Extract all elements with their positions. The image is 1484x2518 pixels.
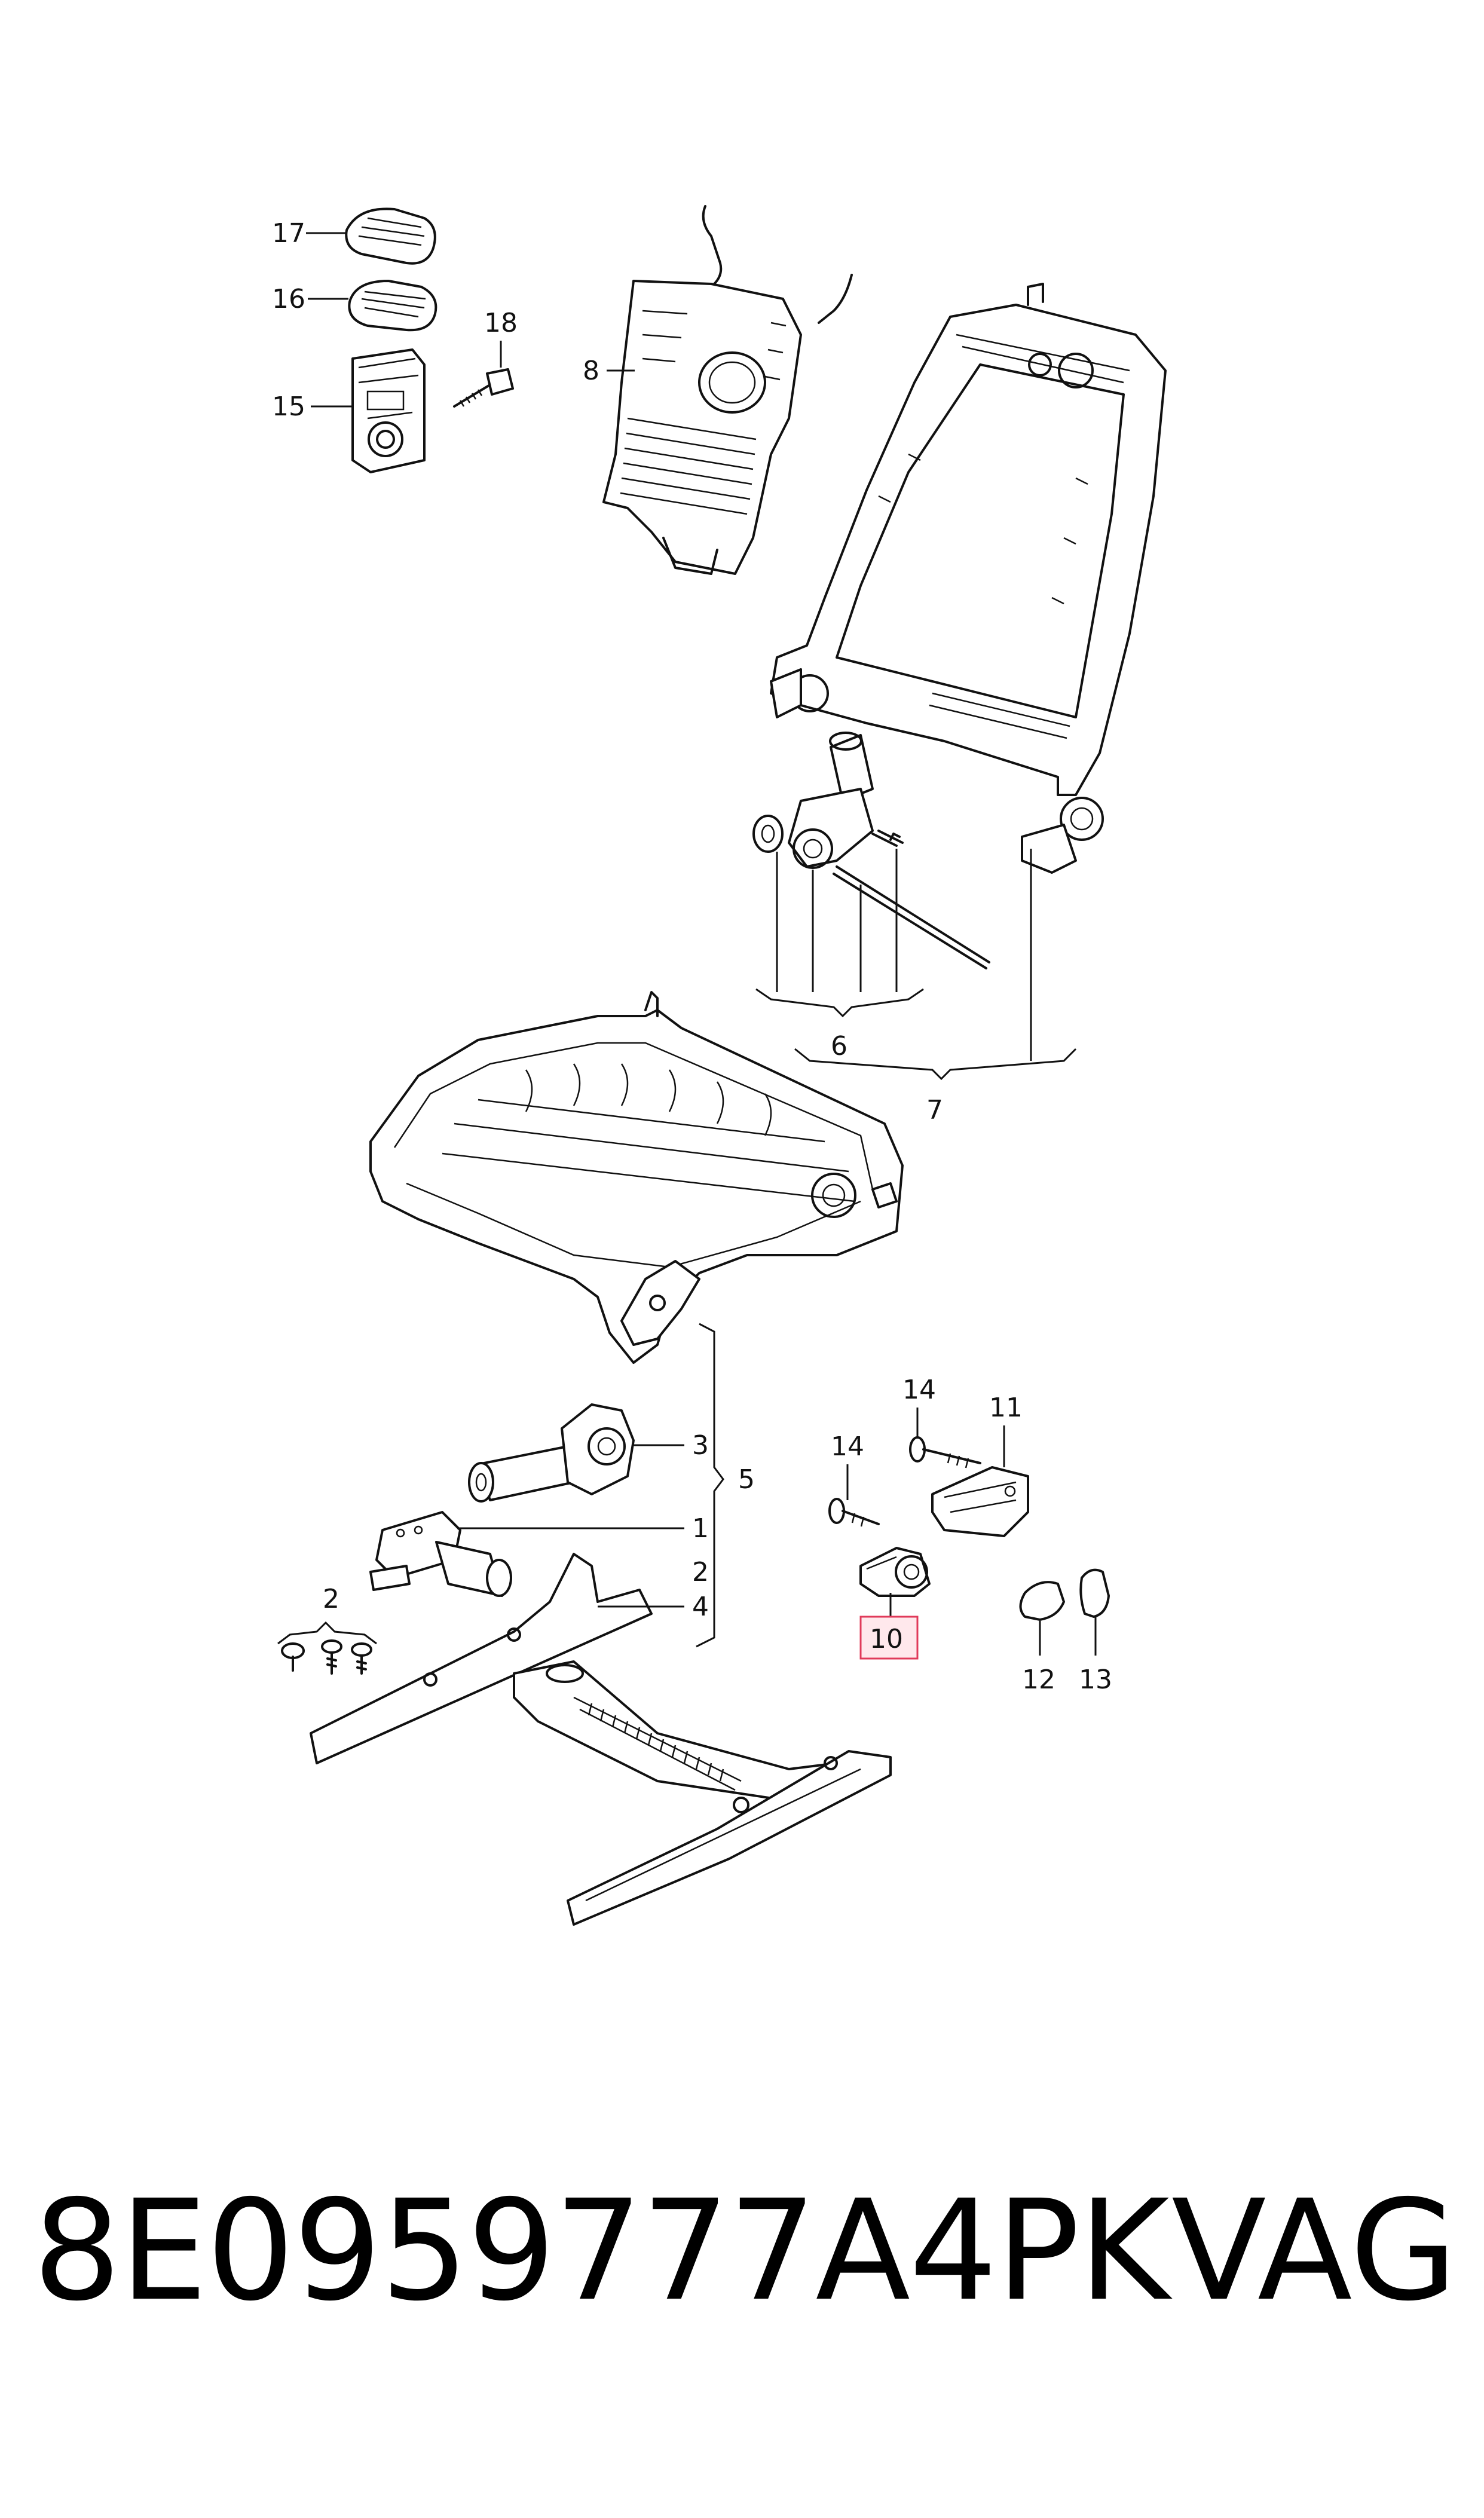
callout-5: 5 bbox=[738, 1464, 755, 1495]
part-8-lumbar-support bbox=[602, 205, 853, 575]
callout-6: 6 bbox=[831, 1031, 847, 1061]
callout-1: 1 bbox=[692, 1513, 709, 1544]
callout-18: 18 bbox=[484, 308, 518, 338]
callout-12: 12 bbox=[1022, 1665, 1055, 1695]
part-2-screws bbox=[281, 1639, 372, 1675]
part-11-module bbox=[931, 1466, 1029, 1537]
callout-13: 13 bbox=[1079, 1665, 1112, 1695]
callout-3: 3 bbox=[692, 1430, 709, 1461]
part-number: 8E0959777A4PK bbox=[33, 2170, 1170, 2332]
part-13-cap bbox=[1079, 1568, 1110, 1618]
callout-11: 11 bbox=[989, 1393, 1023, 1423]
part-15-switch bbox=[351, 348, 426, 473]
part-16-cap bbox=[348, 280, 437, 332]
callout-7: 7 bbox=[926, 1095, 943, 1125]
callout-4: 4 bbox=[692, 1592, 709, 1622]
part-18-screw bbox=[453, 368, 514, 408]
brand-label: VAG bbox=[1171, 2170, 1458, 2332]
part-3-motor bbox=[468, 1403, 635, 1503]
callout-8: 8 bbox=[583, 356, 599, 386]
callout-17: 17 bbox=[272, 218, 305, 249]
callout-10: 10 bbox=[870, 1624, 903, 1654]
part-10-highlight bbox=[859, 1616, 919, 1660]
part-1-motor bbox=[369, 1511, 512, 1597]
callout-15: 15 bbox=[272, 391, 305, 422]
part-7-backrest-frame bbox=[770, 283, 1167, 874]
callout-14-upper: 14 bbox=[902, 1375, 936, 1405]
part-4-seat-track bbox=[310, 1553, 892, 1926]
callout-16: 16 bbox=[272, 284, 305, 314]
part-17-cap bbox=[345, 207, 436, 265]
part-14-screw-lower bbox=[828, 1498, 880, 1527]
part-6-backrest-motor bbox=[752, 732, 990, 969]
callout-2-left: 2 bbox=[323, 1584, 339, 1614]
part-14-screw-upper bbox=[909, 1436, 981, 1468]
part-10-actuator bbox=[859, 1547, 931, 1597]
callout-14-lower: 14 bbox=[831, 1431, 864, 1462]
callout-2: 2 bbox=[692, 1557, 709, 1587]
seat-frame bbox=[369, 991, 904, 1364]
part-12-cap bbox=[1019, 1581, 1065, 1621]
